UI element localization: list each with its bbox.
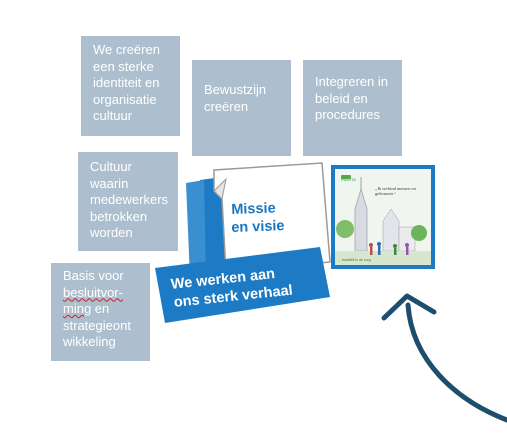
banner — [155, 247, 330, 323]
poster-image: INAVITA „Ik verbind mensen en gebouwen“ … — [335, 169, 431, 265]
curved-arrow-head — [381, 293, 437, 321]
box-integrate: Integreren in beleid en procedures — [303, 60, 402, 156]
box-decision-basis-text-b: besluitvor- — [63, 284, 123, 300]
poster-thumbnail: INAVITA „Ik verbind mensen en gebouwen“ … — [331, 165, 435, 269]
box-identity: We creëren een sterke identiteit en orga… — [81, 36, 180, 136]
document-back-blue — [200, 177, 227, 275]
box-decision-basis: Basis voor besluitvor-ming en strategieo… — [51, 263, 150, 361]
box-decision-basis-text-c: ming — [63, 301, 92, 316]
box-culture: Cultuur waarin medewerkers betrokken wor… — [78, 152, 178, 251]
box-decision-basis-text-d: en strategieont wikkeling — [63, 301, 131, 349]
box-awareness: Bewustzijn creëren — [192, 60, 291, 156]
curved-arrow-shaft — [405, 302, 507, 423]
document-corner-fold — [213, 177, 227, 201]
poster-footer: ... kwaliteit in de zorg — [338, 258, 371, 262]
poster-logo: INAVITA — [341, 177, 356, 182]
document-back-shadow — [186, 180, 206, 278]
box-decision-basis-text-a: Basis voor — [63, 268, 124, 283]
poster-illustration — [335, 169, 431, 265]
poster-quote: „Ik verbind mensen en gebouwen“ — [375, 186, 416, 196]
